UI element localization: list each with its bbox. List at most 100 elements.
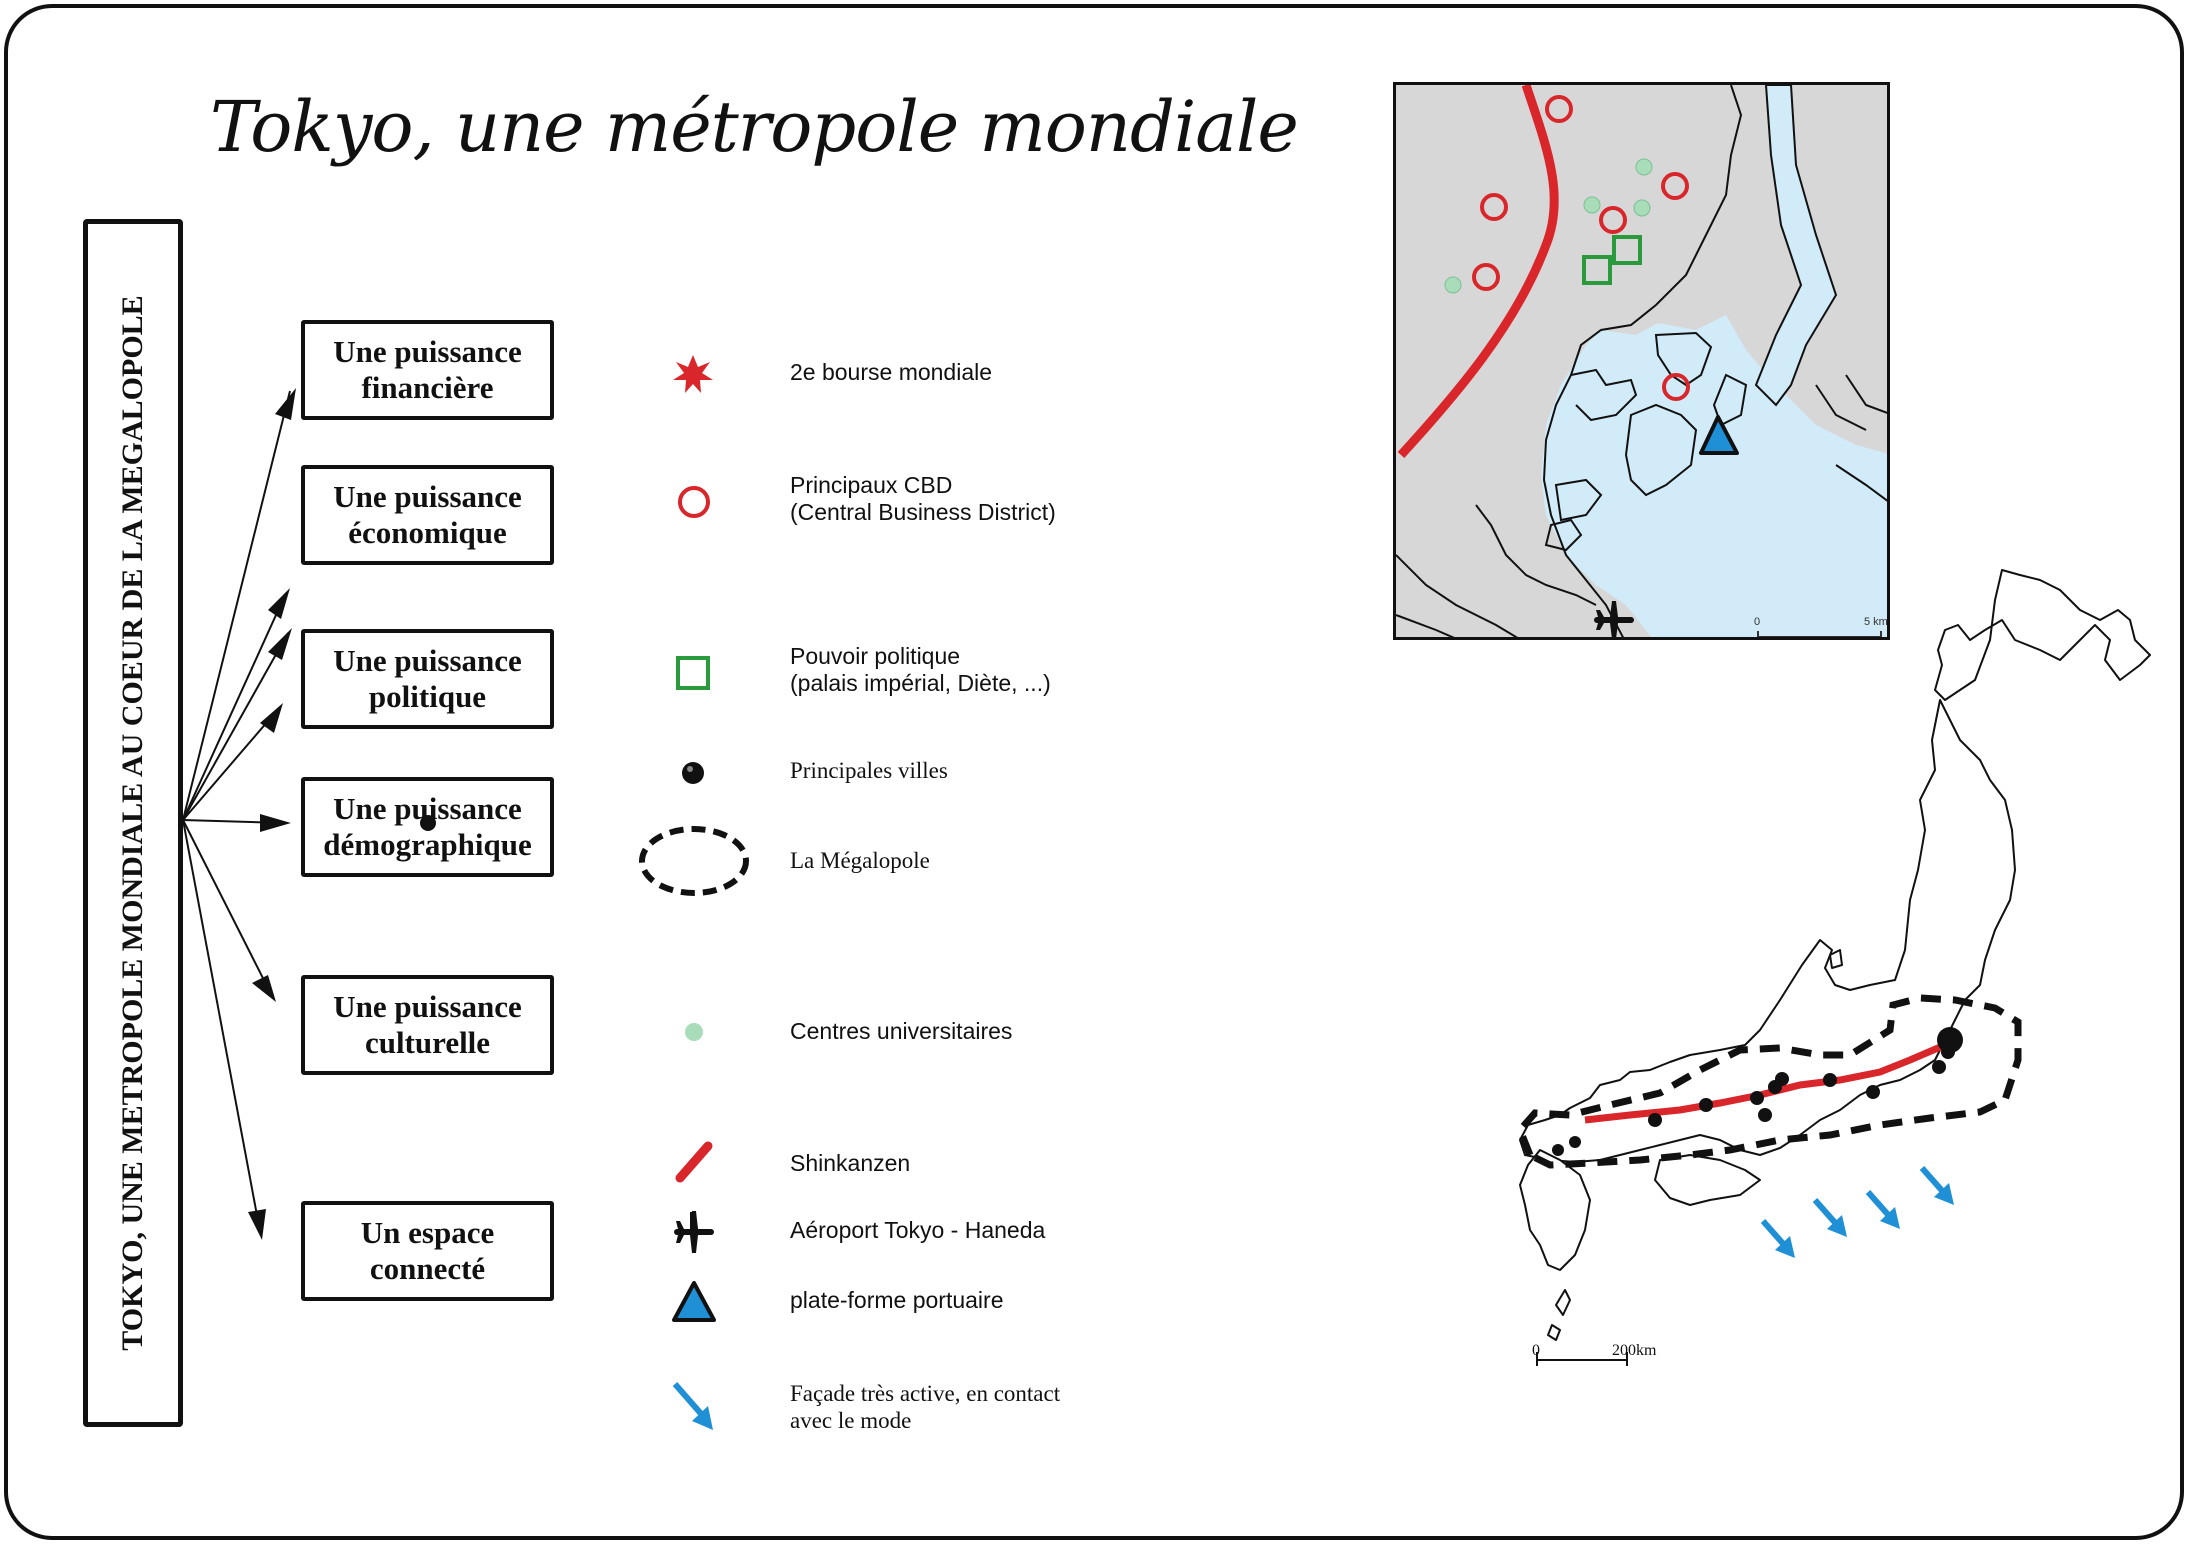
city-dot	[1758, 1108, 1772, 1122]
sado-outline	[1829, 949, 1843, 969]
legend-line: Shinkanzen	[790, 1150, 911, 1176]
legend-label-megalopole: La Mégalopole	[790, 847, 930, 874]
inset-scale-end: 5 km	[1864, 616, 1888, 628]
legend-line: 2e bourse mondiale	[790, 359, 993, 385]
legend-label-universites: Centres universitaires	[790, 1018, 1012, 1045]
page-title: Tokyo, une métropole mondiale	[210, 86, 1299, 168]
theme-label: Une puissance	[333, 334, 522, 369]
theme-label: politique	[368, 679, 487, 714]
kyushu-outline	[1519, 1149, 1591, 1271]
facade-arrows	[1760, 1166, 1954, 1258]
arrowhead-6	[252, 975, 276, 1002]
legend-label-bourse: 2e bourse mondiale	[790, 359, 992, 386]
arrow-to-culturelle	[182, 819, 273, 997]
legend-line: (palais impérial, Diète, ...)	[790, 670, 1051, 696]
arrow-to-economique	[182, 592, 287, 821]
tokyo-inset-map: 0 5 km	[1393, 82, 1890, 640]
inset-cbd-circle	[1599, 206, 1627, 234]
legend-label-aeroport: Aéroport Tokyo - Haneda	[790, 1217, 1045, 1244]
tokyo-bay-water	[1541, 315, 1887, 637]
green-dot-icon	[685, 1023, 703, 1041]
legend-label-shinkanzen: Shinkanzen	[790, 1150, 910, 1177]
theme-label: Un espace	[360, 1215, 495, 1250]
inset-cbd-circle	[1472, 263, 1500, 291]
legend-line: Pouvoir politique	[790, 643, 961, 669]
theme-label: culturelle	[364, 1025, 491, 1060]
city-dot	[1699, 1098, 1713, 1112]
theme-label: connecté	[369, 1251, 486, 1286]
inset-university-dot	[1444, 276, 1462, 294]
legend-line: Principales villes	[790, 758, 948, 783]
legend-line: (Central Business District)	[790, 499, 1056, 525]
legend-line: Façade très active, en contact	[790, 1381, 1061, 1406]
megalopole-dashed-outline	[1515, 994, 2022, 1169]
inset-cbd-circle	[1545, 95, 1573, 123]
arrowhead-4	[260, 703, 283, 733]
theme-label: démographique	[323, 827, 532, 862]
city-dot	[1569, 1136, 1581, 1148]
japan-scale-end: 200km	[1612, 1342, 1657, 1359]
inset-university-dot	[1583, 196, 1601, 214]
inset-scale-start: 0	[1754, 616, 1760, 628]
inset-cbd-circle	[1662, 373, 1690, 401]
inset-political-square	[1612, 235, 1642, 265]
legend-label-villes: Principales villes	[790, 757, 948, 784]
japan-scale-start: 0	[1532, 1342, 1540, 1359]
city-dot	[1750, 1091, 1764, 1105]
inset-cbd-circle	[1480, 193, 1508, 221]
inset-cbd-circle	[1661, 172, 1689, 200]
inset-shinkansen-line	[1397, 85, 1559, 459]
facade-arrow-icon	[1812, 1198, 1847, 1237]
blue-triangle-icon	[672, 1281, 716, 1322]
red-circle-icon	[678, 486, 710, 518]
river-water	[1754, 85, 1838, 407]
theme-label: Une puissance	[333, 643, 522, 678]
dashed-ellipse-icon	[639, 826, 749, 896]
city-dot	[1775, 1072, 1789, 1086]
arrowhead-3	[268, 628, 292, 660]
tokyo-city-dot	[1937, 1027, 1963, 1053]
red-line-icon	[675, 1141, 713, 1183]
legend-line: Aéroport Tokyo - Haneda	[790, 1217, 1046, 1243]
inset-university-dot	[1635, 158, 1653, 176]
legend-line: Centres universitaires	[790, 1018, 1013, 1044]
red-star-icon	[673, 355, 713, 393]
green-square-icon	[676, 656, 710, 690]
legend-line: avec le mode	[790, 1408, 912, 1433]
inset-university-dot	[1633, 199, 1651, 217]
black-dot-icon-highlight	[687, 766, 693, 772]
arrow-to-politique-a	[182, 632, 289, 821]
facade-arrow-icon	[1865, 1190, 1900, 1229]
arrowhead-1	[275, 388, 296, 420]
inset-airport-icon	[1594, 601, 1634, 637]
city-dot	[1648, 1113, 1662, 1127]
inset-political-square	[1582, 255, 1612, 285]
legend-label-cbd: Principaux CBD(Central Business District…	[790, 472, 1056, 526]
arrowhead-2	[268, 588, 290, 619]
tokyo-inset-svg: 0 5 km	[1396, 85, 1888, 637]
city-dot	[1552, 1144, 1564, 1156]
airplane-icon	[674, 1211, 714, 1253]
inset-port-triangle	[1699, 415, 1739, 455]
theme-label: Une puissance	[333, 989, 522, 1024]
city-dot	[1823, 1073, 1837, 1087]
shikoku-outline	[1654, 1154, 1761, 1206]
arrow-to-politique-b	[182, 706, 281, 821]
legend-line: plate-forme portuaire	[790, 1287, 1004, 1313]
legend-line: La Mégalopole	[790, 848, 930, 873]
legend-label-portuaire: plate-forme portuaire	[790, 1287, 1004, 1314]
tanegashima-outline	[1555, 1289, 1571, 1316]
legend-line: Principaux CBD	[790, 472, 953, 498]
hokkaido-outline	[1934, 569, 2151, 701]
facade-arrow-icon	[1919, 1166, 1954, 1205]
arrowhead-5	[260, 814, 291, 832]
